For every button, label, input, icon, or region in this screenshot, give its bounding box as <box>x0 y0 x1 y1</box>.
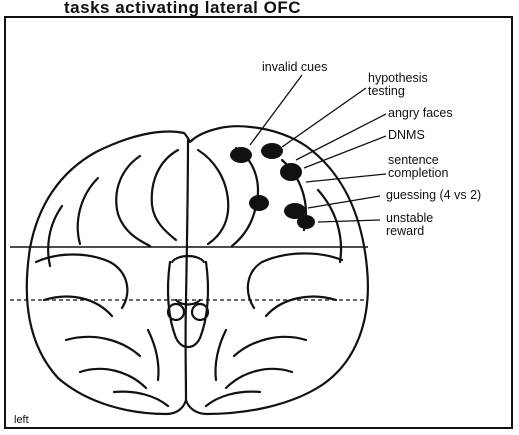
activation-spot-4 <box>249 195 269 211</box>
activation-spot-6 <box>297 215 315 229</box>
activation-spot-2 <box>261 143 283 159</box>
label-unstable-reward: unstable reward <box>386 212 433 238</box>
label-angry-faces: angry faces <box>388 107 453 120</box>
leader-guessing <box>308 196 380 208</box>
leader-dnms <box>304 136 386 168</box>
label-dnms: DNMS <box>388 129 425 142</box>
label-hypothesis-testing: hypothesis testing <box>368 72 428 98</box>
label-sentence-completion: sentence completion <box>388 154 448 180</box>
label-invalid-cues: invalid cues <box>262 61 327 74</box>
leader-hypothesis-testing <box>282 88 366 147</box>
leader-sentence-completion <box>306 174 386 182</box>
activation-spot-3 <box>280 163 302 181</box>
corner-label: left <box>14 414 29 426</box>
activation-spot-1 <box>230 147 252 163</box>
midline-fissure <box>186 140 188 400</box>
leader-unstable-reward <box>318 220 380 222</box>
brain-outline <box>27 126 368 414</box>
leader-invalid-cues <box>250 75 302 145</box>
label-guessing: guessing (4 vs 2) <box>386 189 481 202</box>
